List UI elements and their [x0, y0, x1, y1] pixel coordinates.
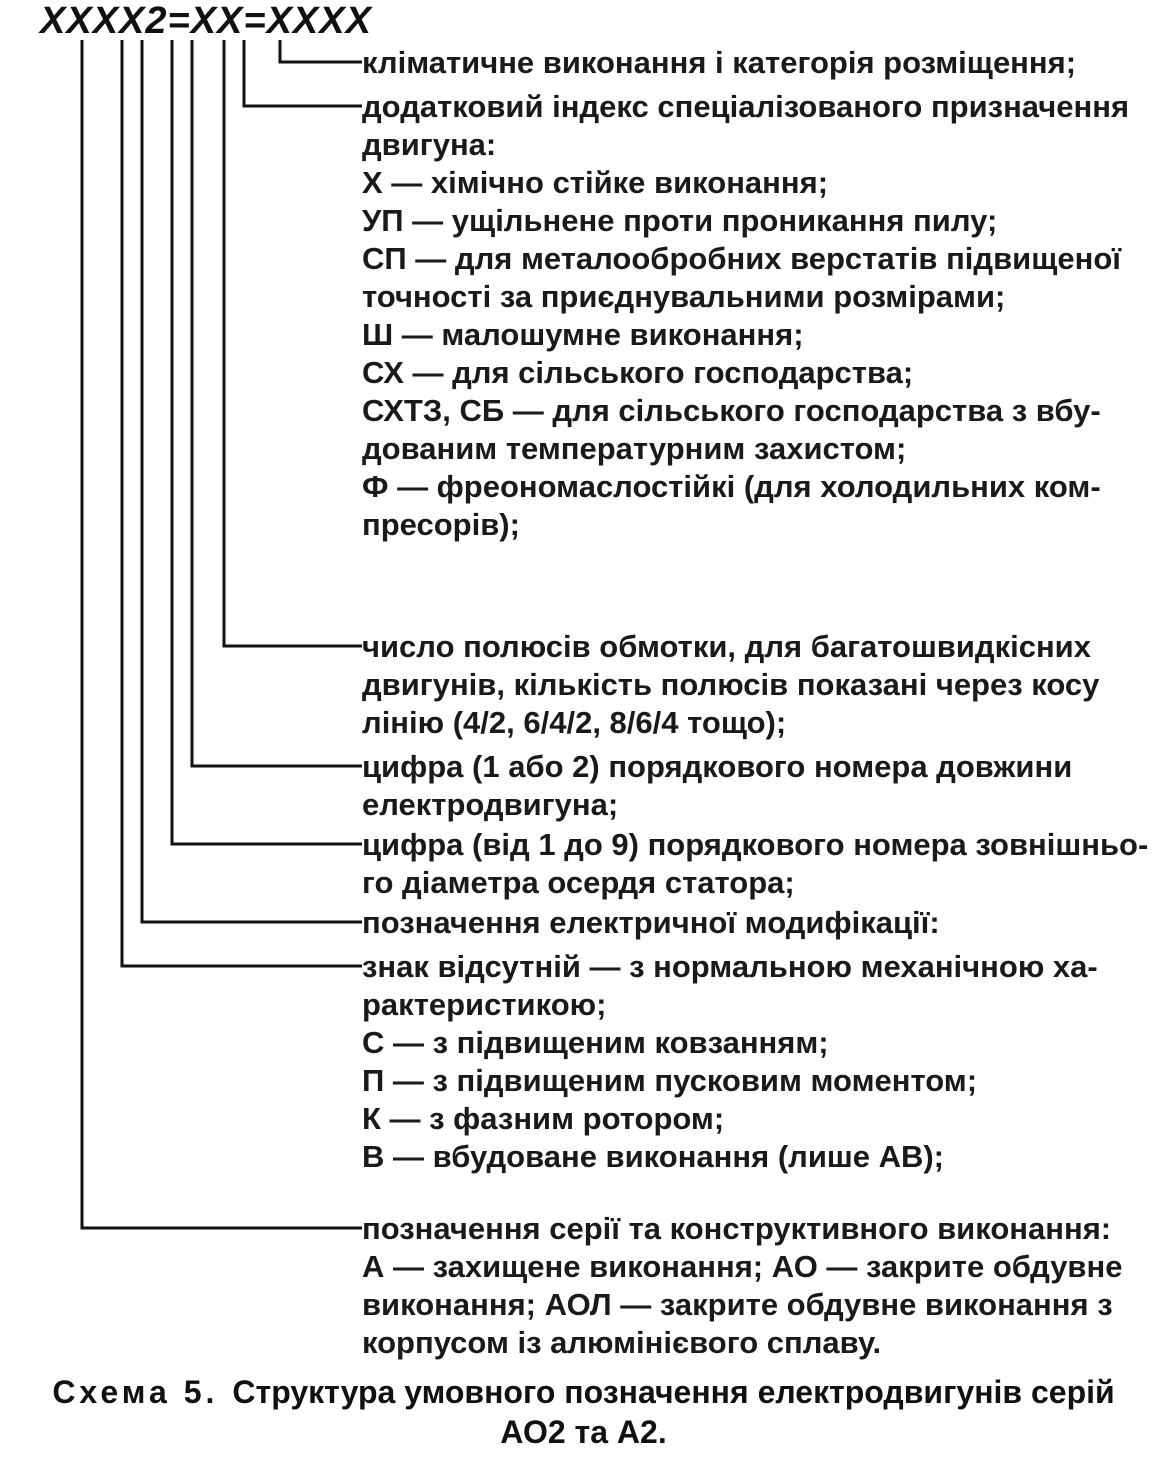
entry-line: число полюсів обмотки, для багатошвидкіс…	[362, 629, 1091, 664]
entry-line: рактеристикою;	[362, 987, 607, 1022]
figure-caption: Схема 5. Структура умовного позначення ел…	[0, 1372, 1167, 1452]
entry-line: СХ — для сільського господарства;	[362, 355, 914, 390]
entry-line: знак відсутній — з нормальною механічною…	[362, 949, 1098, 984]
entry-line: К — з фазним ротором;	[362, 1101, 725, 1136]
entry-line: позначення серії та конструктивного вико…	[362, 1211, 1112, 1246]
entry-diameter: цифра (від 1 до 9) порядкового номера зо…	[362, 826, 1162, 902]
entry-line: Ф — фреономаслостійкі (для холодильних к…	[362, 469, 1101, 504]
entry-special-index: додатковий індекс спеціалізованого призн…	[362, 88, 1162, 544]
caption-line-2: АО2 та А2.	[500, 1414, 667, 1450]
entry-line: цифра (1 або 2) порядкового номера довжи…	[362, 749, 1073, 784]
entry-line: корпусом із алюмінієвого сплаву.	[362, 1325, 882, 1360]
entry-line: СХТЗ, СБ — для сільського господарства з…	[362, 393, 1101, 428]
entry-line: А — захищене виконання; АО — закрите обд…	[362, 1249, 1123, 1284]
caption-line-1: Схема 5. Структура умовного позначення ел…	[0, 1372, 1167, 1412]
entry-line: П — з підвищеним пусковим моментом;	[362, 1063, 978, 1098]
connector-length	[190, 40, 362, 768]
connector-poles	[222, 40, 362, 648]
entry-line: електродвигуна;	[362, 787, 619, 822]
entry-line: дованим температурним захистом;	[362, 431, 907, 466]
entry-line: С — з підвищеним ковзанням;	[362, 1025, 829, 1060]
entry-line: додатковий індекс спеціалізованого призн…	[362, 89, 1130, 124]
connector-electric-mod	[140, 40, 362, 924]
entry-length: цифра (1 або 2) порядкового номера довжи…	[362, 748, 1162, 824]
entry-line: кліматичне виконання і категорія розміще…	[362, 45, 1077, 80]
entry-line: пресорів);	[362, 507, 520, 542]
entry-line: В — вбудоване виконання (лише АВ);	[362, 1139, 945, 1174]
entry-line: СП — для металообробних верстатів підвищ…	[362, 241, 1121, 276]
entry-line: точності за приєднувальними розмірами;	[362, 279, 1006, 314]
entry-line: УП — ущільнене проти проникання пилу;	[362, 203, 998, 238]
entry-line: позначення електричної модифікації:	[362, 905, 940, 940]
connector-special-index	[242, 40, 362, 108]
entry-series: позначення серії та конструктивного вико…	[362, 1210, 1162, 1362]
connector-series	[80, 40, 362, 1230]
entry-mechanical: знак відсутній — з нормальною механічною…	[362, 948, 1162, 1176]
entry-line: двигунів, кількість полюсів показані чер…	[362, 667, 1100, 702]
designation-code: XXXX2=XX=XXXX	[40, 0, 372, 42]
entry-line: Ш — малошумне виконання;	[362, 317, 804, 352]
connector-diameter	[170, 40, 362, 846]
entry-electric-mod: позначення електричної модифікації:	[362, 904, 1162, 942]
entry-poles: число полюсів обмотки, для багатошвидкіс…	[362, 628, 1162, 742]
entry-line: виконання; АОЛ — закрите обдувне виконан…	[362, 1287, 1113, 1322]
entry-line: двигуна:	[362, 127, 497, 162]
entry-line: го діаметра осердя статора;	[362, 865, 795, 900]
caption-label: Схема 5.	[52, 1374, 219, 1410]
entry-line: лінію (4/2, 6/4/2, 8/6/4 тощо);	[362, 705, 787, 740]
caption-text: Структура умовного позначення електродви…	[232, 1374, 1115, 1410]
entry-line: Х — хімічно стійке виконання;	[362, 165, 829, 200]
connector-climate	[278, 40, 362, 64]
entry-line: цифра (від 1 до 9) порядкового номера зо…	[362, 827, 1149, 862]
entry-climate: кліматичне виконання і категорія розміще…	[362, 44, 1162, 82]
connector-mechanical	[120, 40, 362, 968]
